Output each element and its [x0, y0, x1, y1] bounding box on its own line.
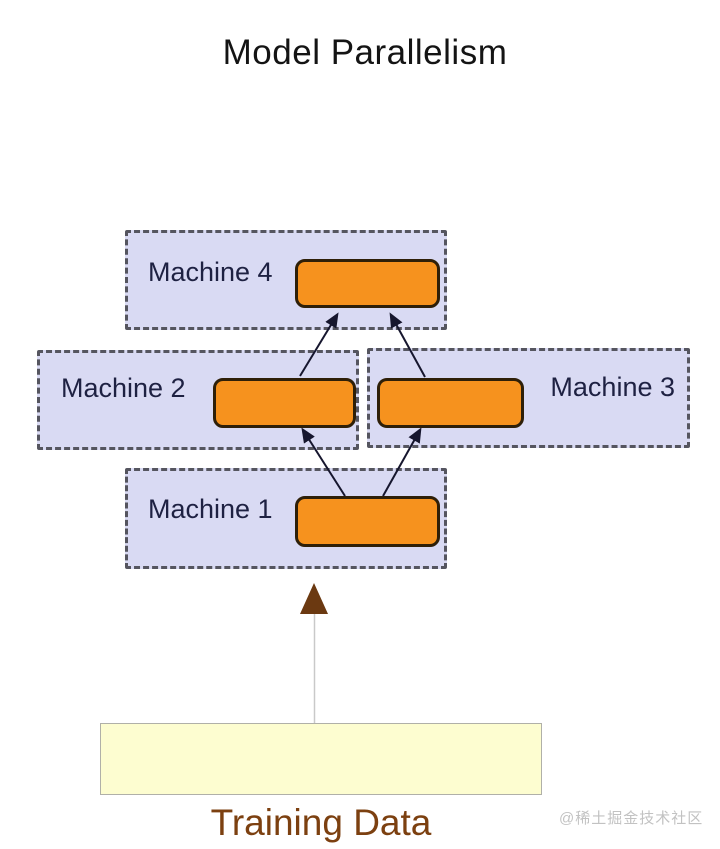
machine-1-box: Machine 1: [125, 468, 447, 569]
machine-3-label: Machine 3: [550, 372, 675, 402]
machine-3-model-node: [377, 378, 524, 428]
machine-1-label: Machine 1: [148, 494, 273, 524]
machine-2-model-node: [213, 378, 356, 428]
machine-4-label: Machine 4: [148, 257, 273, 287]
machine-1-model-node: [295, 496, 440, 547]
machine-2-box: Machine 2: [37, 350, 359, 450]
training-data-box: [100, 723, 542, 795]
watermark-text: @稀土掘金技术社区: [559, 810, 704, 827]
machine-2-label: Machine 2: [61, 373, 186, 403]
edge-training-to-machine1-arrowhead: [300, 583, 328, 614]
machine-3-box: Machine 3: [367, 348, 690, 448]
machine-4-model-node: [295, 259, 440, 308]
diagram-title: Model Parallelism: [222, 33, 508, 72]
machine-4-box: Machine 4: [125, 230, 447, 330]
training-data-label: Training Data: [210, 802, 432, 843]
